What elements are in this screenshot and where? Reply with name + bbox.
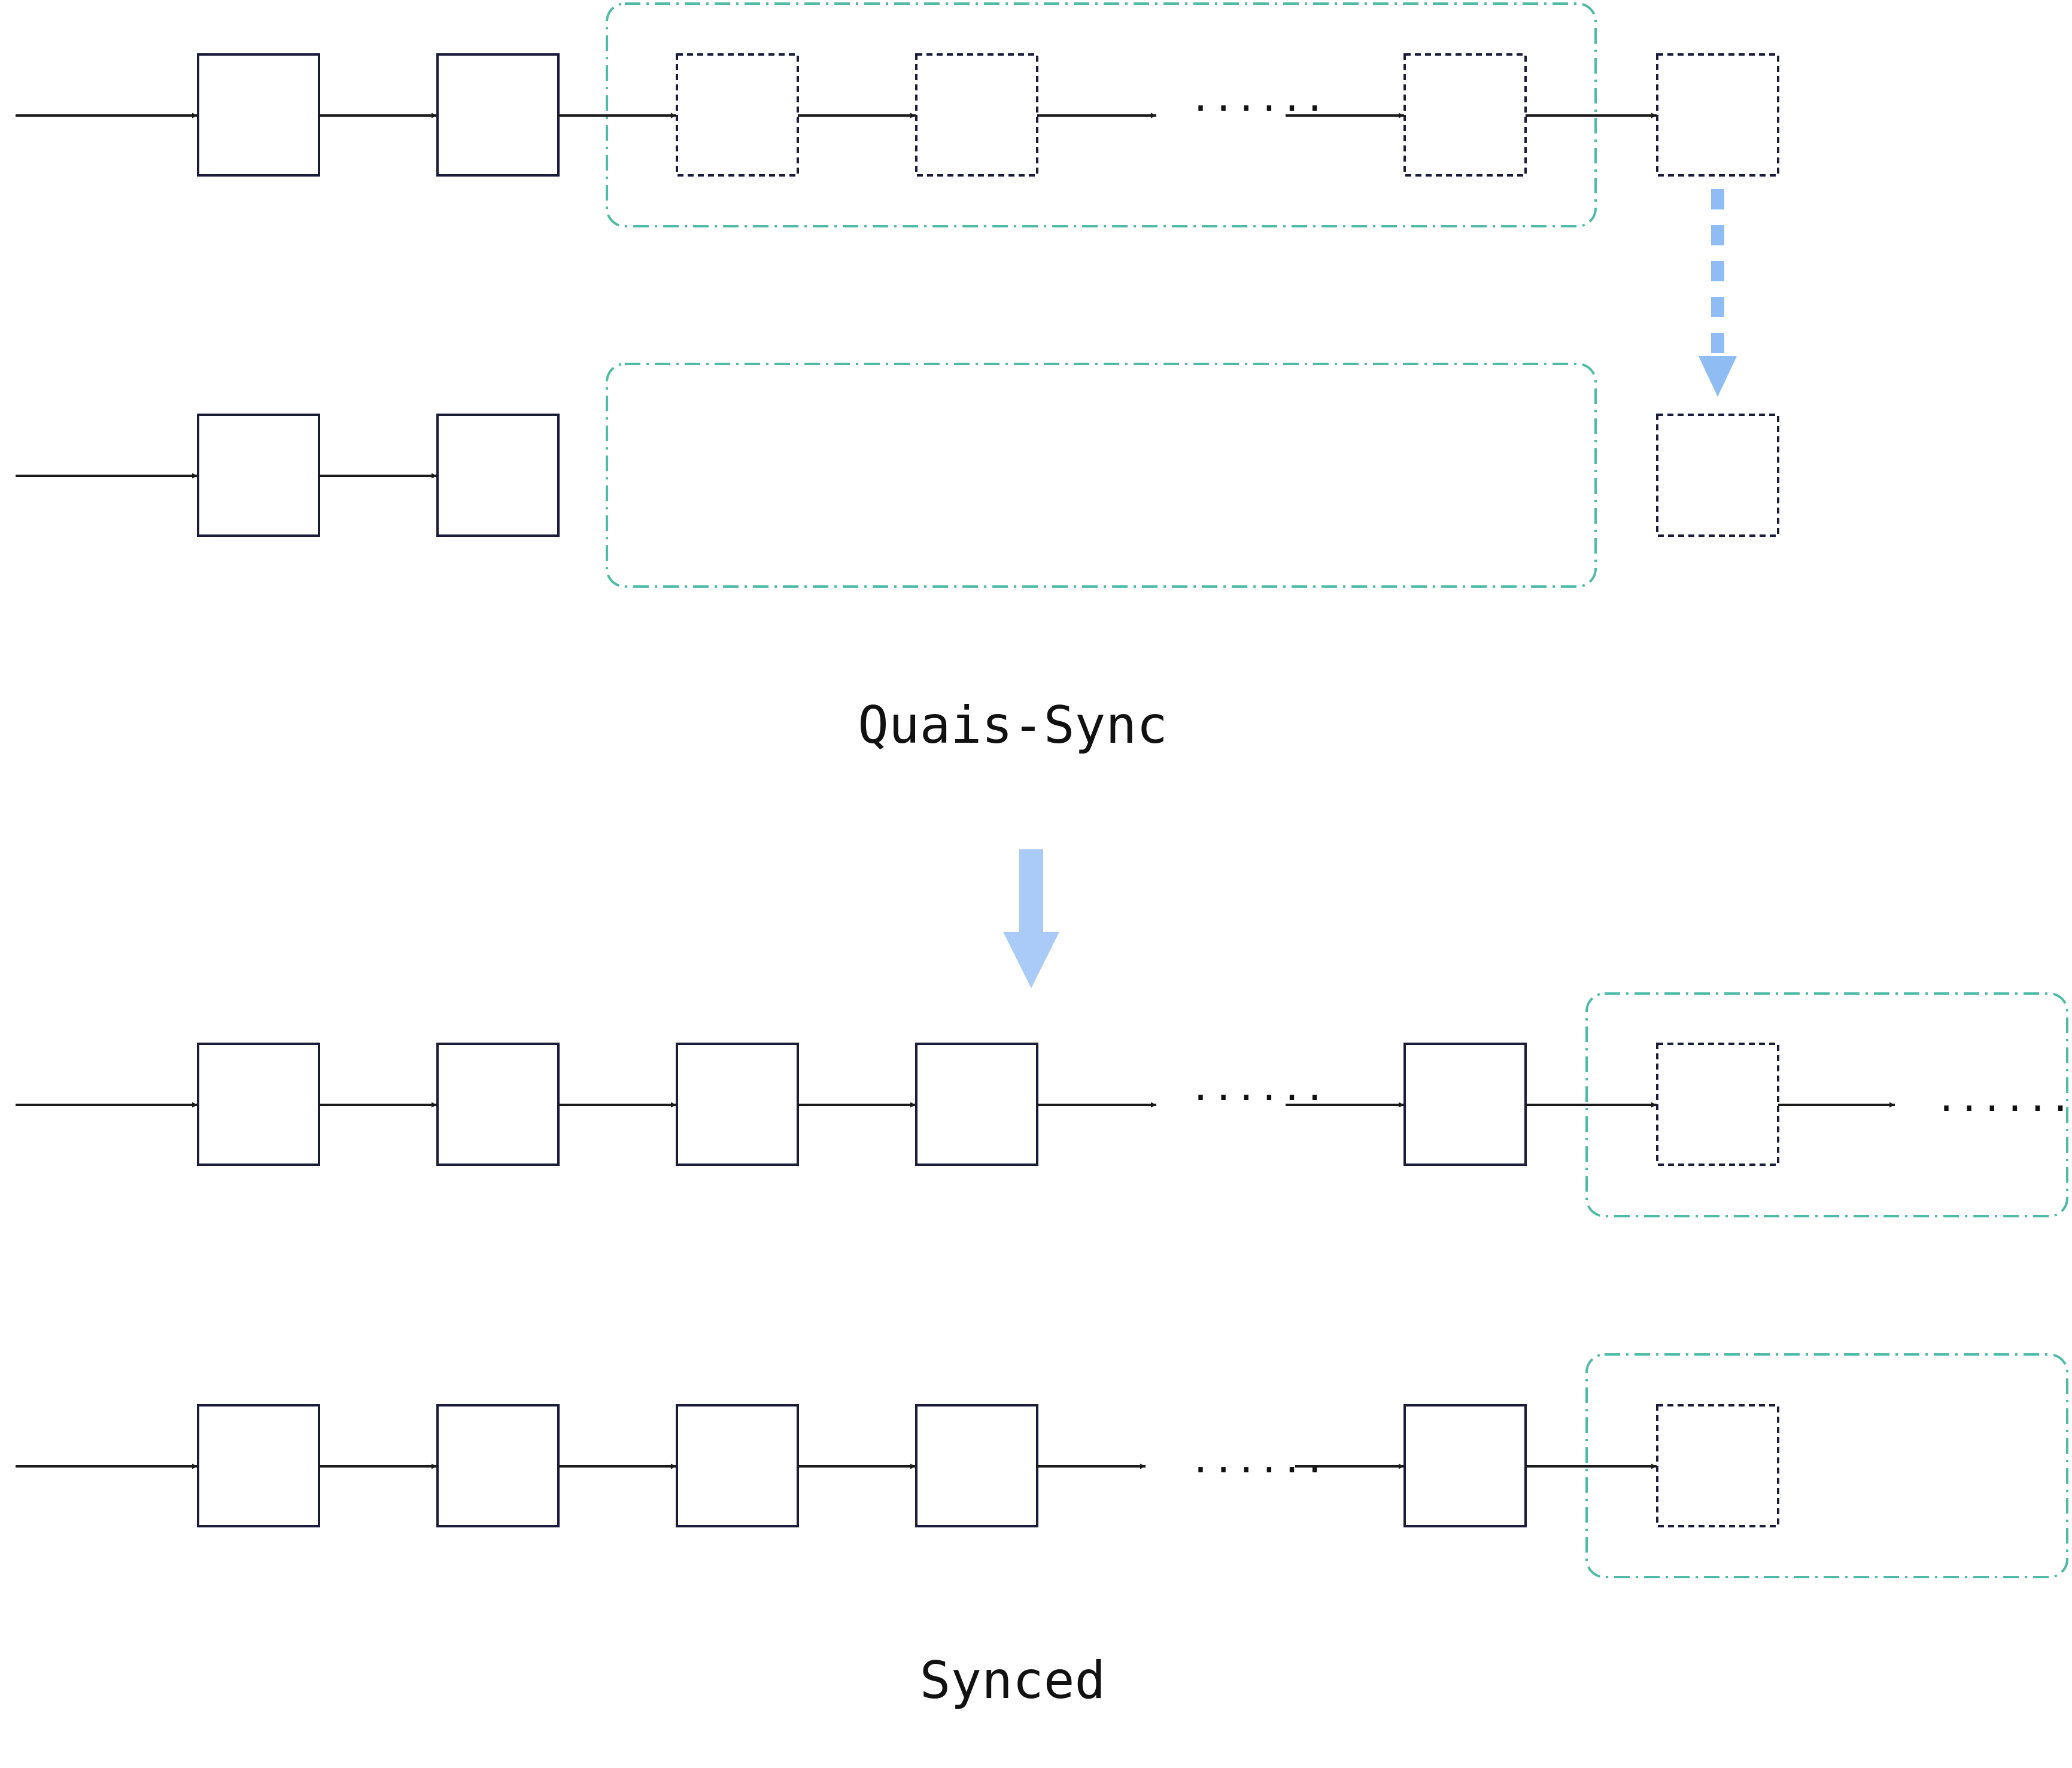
caption-synced: Synced bbox=[920, 1651, 1106, 1711]
pending-block bbox=[1403, 53, 1527, 177]
pending-block-tip bbox=[1656, 1404, 1779, 1527]
pending-block-tip bbox=[1656, 1043, 1779, 1166]
caption-quasi-sync: Quais-Sync bbox=[858, 695, 1168, 755]
block bbox=[197, 53, 320, 177]
pending-block-tip bbox=[1656, 53, 1779, 177]
block bbox=[915, 1043, 1038, 1166]
block bbox=[436, 1043, 560, 1166]
block bbox=[197, 414, 320, 537]
chain-row-1: ...... bbox=[16, 2, 1779, 227]
block bbox=[436, 414, 560, 537]
group-box-row-2 bbox=[606, 363, 1597, 588]
chain-row-4: ...... bbox=[16, 1353, 2068, 1578]
block bbox=[676, 1404, 799, 1527]
group-box-row-3 bbox=[1585, 992, 2068, 1217]
pending-block bbox=[676, 53, 799, 177]
block bbox=[1403, 1043, 1527, 1166]
group-box-row-4 bbox=[1585, 1353, 2068, 1578]
chain-row-2 bbox=[16, 363, 1779, 588]
ellipsis: ...... bbox=[1936, 1078, 2072, 1120]
transfer-arrow bbox=[1699, 189, 1737, 397]
pending-block-tip bbox=[1656, 414, 1779, 537]
ellipsis: ...... bbox=[1190, 1439, 1327, 1481]
chain-row-3: ...... ...... bbox=[16, 992, 2072, 1217]
ellipsis: ...... bbox=[1190, 78, 1327, 120]
block bbox=[915, 1404, 1038, 1527]
block bbox=[197, 1043, 320, 1166]
block bbox=[436, 1404, 560, 1527]
block bbox=[436, 53, 560, 177]
ellipsis: ...... bbox=[1190, 1067, 1327, 1109]
block bbox=[197, 1404, 320, 1527]
block bbox=[676, 1043, 799, 1166]
block bbox=[1403, 1404, 1527, 1527]
pending-block bbox=[915, 53, 1038, 177]
transition-arrow bbox=[1003, 849, 1059, 988]
